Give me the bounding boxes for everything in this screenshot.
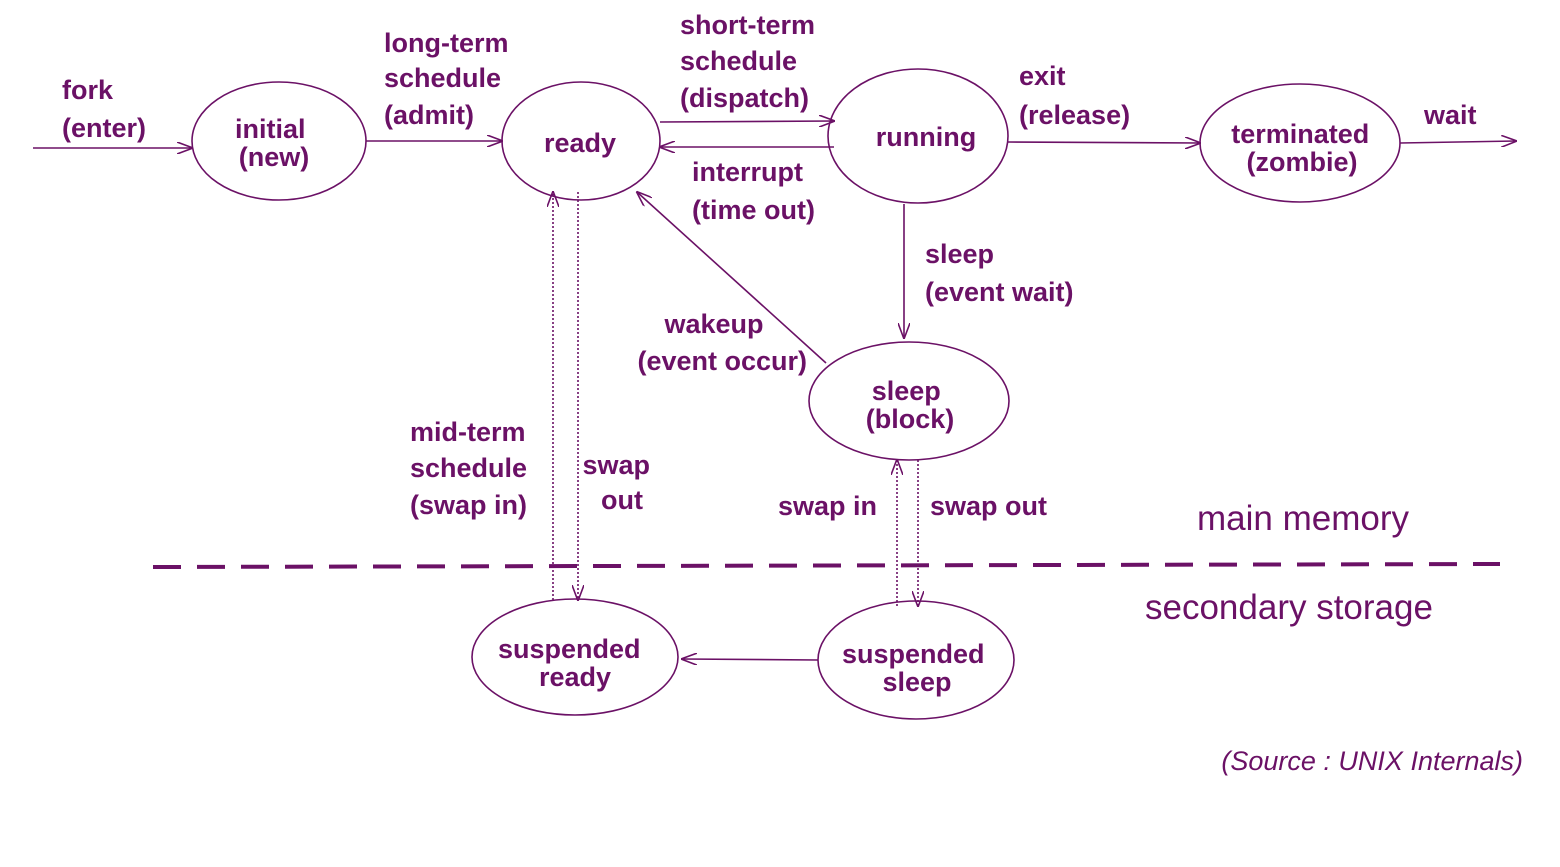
transition-exit-label: exit (release) bbox=[1019, 61, 1130, 130]
state-ready-label: ready bbox=[544, 128, 616, 158]
transition-wakeup-label: wakeup (event occur) bbox=[637, 309, 807, 376]
transition-mid-term-label: mid-term schedule (swap in) bbox=[410, 417, 535, 520]
state-running bbox=[827, 68, 1009, 204]
state-initial-label: initial (new) bbox=[235, 114, 313, 172]
source-citation: (Source : UNIX Internals) bbox=[1221, 746, 1523, 776]
region-secondary-storage-label: secondary storage bbox=[1145, 588, 1433, 627]
state-suspended-sleep-label: suspended sleep bbox=[842, 639, 992, 697]
transition-short-term-label: short-term schedule (dispatch) bbox=[680, 10, 823, 113]
transition-swap-out-ready-label: swap out bbox=[582, 450, 657, 515]
state-ready bbox=[501, 81, 661, 201]
state-suspended-ready-label: suspended ready bbox=[498, 634, 648, 692]
edge-wait bbox=[1399, 141, 1516, 143]
state-terminated-label: terminated (zombie) bbox=[1231, 119, 1377, 177]
state-running-label: running bbox=[876, 122, 976, 152]
edge-suspended-sleep-to-ready bbox=[682, 659, 819, 660]
state-sleep bbox=[808, 341, 1010, 461]
transition-fork-label: fork (enter) bbox=[62, 75, 146, 143]
transition-interrupt-label: interrupt (time out) bbox=[692, 157, 815, 225]
transition-swap-out-sleep-label: swap out bbox=[930, 491, 1047, 521]
state-suspended-ready bbox=[471, 598, 679, 716]
state-sleep-label: sleep (block) bbox=[866, 376, 955, 434]
transition-long-term-label: long-term schedule (admit) bbox=[384, 28, 516, 130]
edge-dispatch bbox=[659, 121, 834, 122]
memory-boundary bbox=[152, 562, 1501, 569]
state-initial bbox=[191, 81, 367, 201]
state-suspended-sleep bbox=[817, 600, 1015, 720]
edge-exit bbox=[1007, 142, 1200, 143]
state-terminated bbox=[1199, 83, 1401, 203]
transition-swap-in-sleep-label: swap in bbox=[778, 491, 877, 521]
region-main-memory-label: main memory bbox=[1197, 499, 1409, 538]
transition-sleep-label: sleep (event wait) bbox=[925, 239, 1074, 307]
transition-wait-label: wait bbox=[1423, 100, 1477, 130]
edge-wakeup bbox=[637, 192, 827, 364]
